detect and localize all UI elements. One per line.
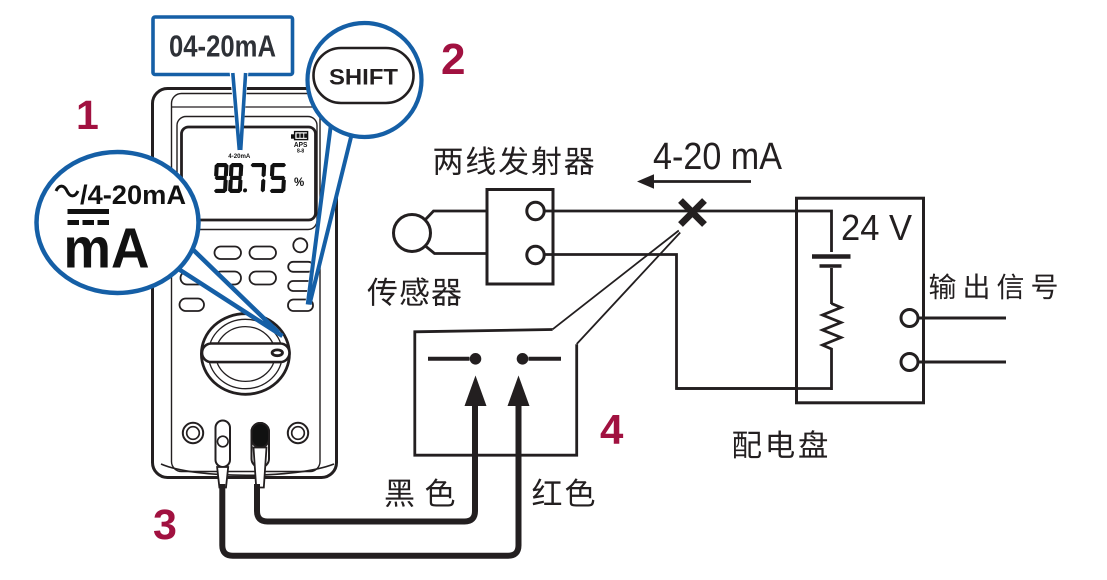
svg-text:4-20mA: 4-20mA xyxy=(228,153,250,160)
svg-text:2: 2 xyxy=(441,35,465,84)
svg-text:/4-20mA: /4-20mA xyxy=(80,180,186,210)
svg-text:24 V: 24 V xyxy=(841,207,912,248)
svg-text:4-20 mA: 4-20 mA xyxy=(653,136,783,178)
svg-text:4: 4 xyxy=(600,406,624,453)
svg-text:APS: APS xyxy=(294,140,308,149)
svg-text:%: % xyxy=(294,177,304,189)
svg-text:04-20mA: 04-20mA xyxy=(169,29,276,64)
svg-text:mA: mA xyxy=(64,217,150,281)
svg-text:8-8: 8-8 xyxy=(297,148,304,154)
svg-text:3: 3 xyxy=(153,501,177,549)
svg-text:1: 1 xyxy=(76,92,99,138)
svg-text:SHIFT: SHIFT xyxy=(329,65,398,90)
